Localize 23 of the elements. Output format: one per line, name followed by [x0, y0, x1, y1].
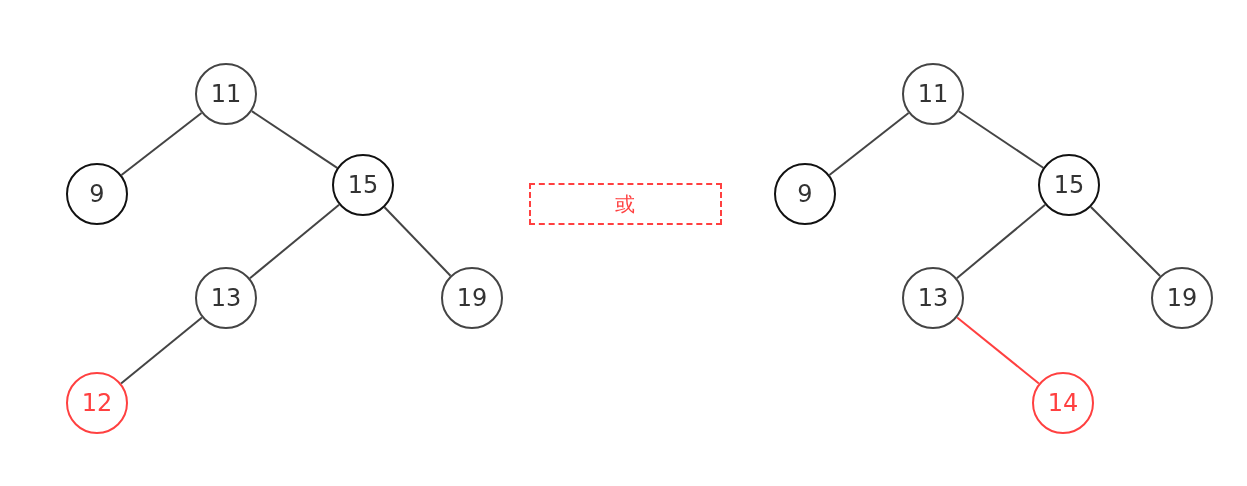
dashed-box: 或 [528, 183, 722, 225]
tree-node-circle: 9 [774, 163, 836, 225]
tree-node-circle: 14 [1032, 372, 1094, 434]
tree-node-circle: 12 [66, 372, 128, 434]
tree-node-circle: 13 [195, 267, 257, 329]
tree-edge [383, 206, 452, 277]
tree-edge [250, 110, 339, 169]
tree-node-circle: 13 [902, 267, 964, 329]
tree-node-circle: 9 [66, 163, 128, 225]
tree-node-circle: 11 [902, 63, 964, 125]
tree-edge [248, 203, 341, 280]
tree-edge [955, 203, 1047, 280]
tree-node-circle: 11 [195, 63, 257, 125]
tree-node-circle: 15 [1038, 154, 1100, 216]
tree-edge [1089, 205, 1162, 278]
tree-edge [120, 316, 203, 385]
tree-node-circle: 15 [332, 154, 394, 216]
tree-edge [828, 112, 910, 176]
tree-edge [956, 316, 1040, 385]
tree-node-circle: 19 [1151, 267, 1213, 329]
tree-edge [120, 112, 203, 176]
tree-node-circle: 19 [441, 267, 503, 329]
tree-edge [957, 110, 1045, 169]
